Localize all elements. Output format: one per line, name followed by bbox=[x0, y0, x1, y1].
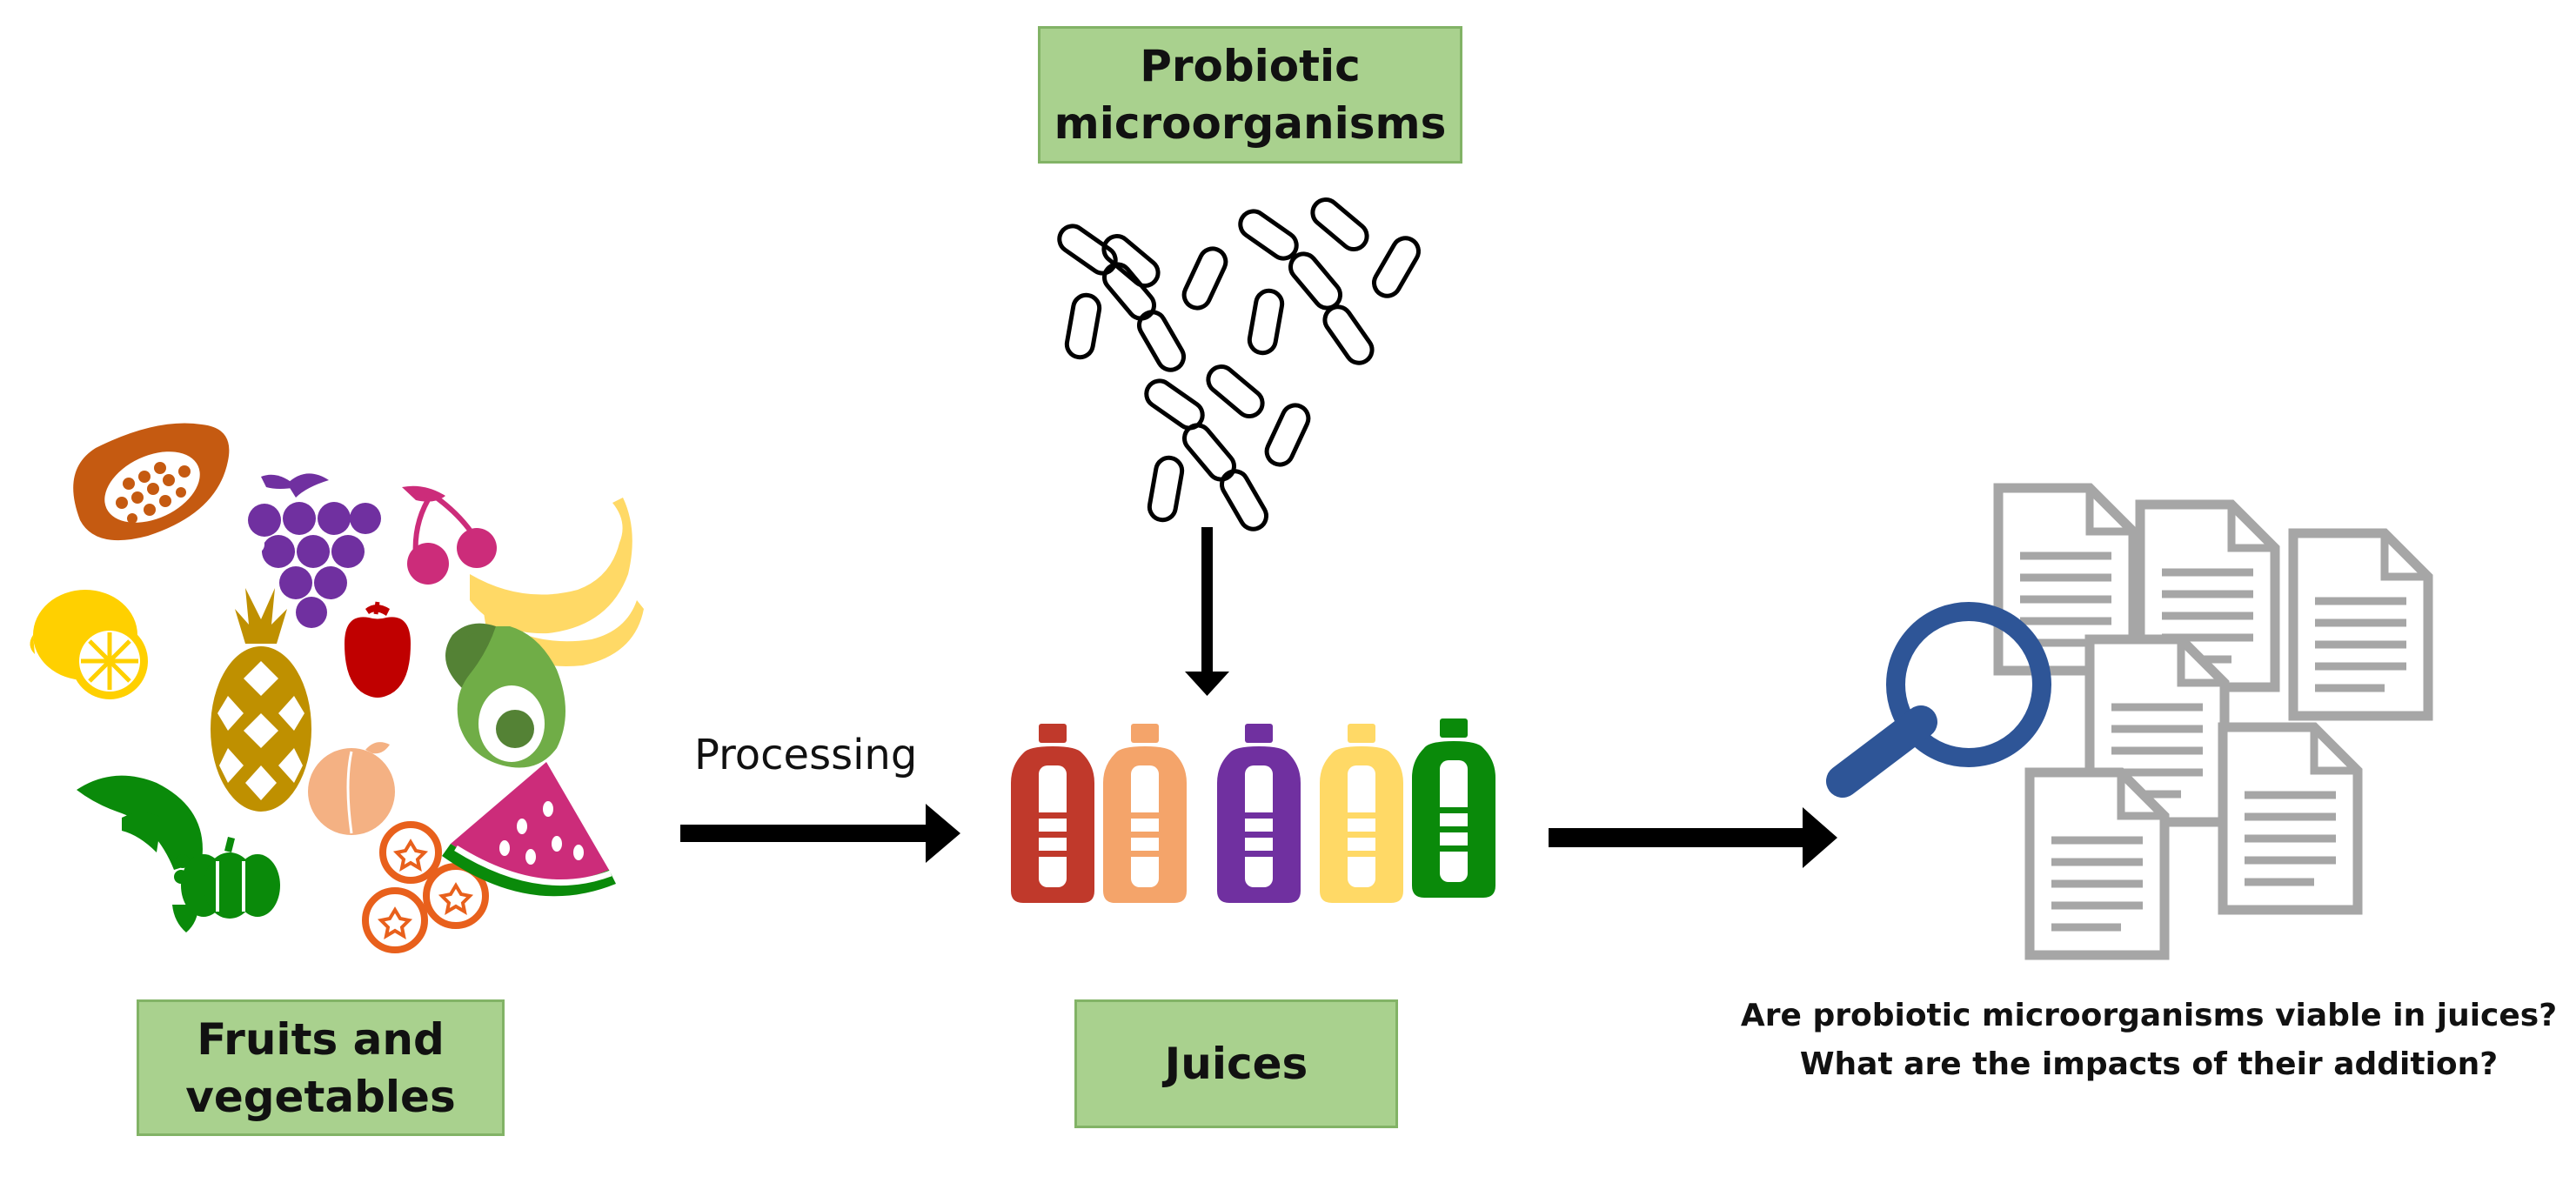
produce-illustration bbox=[30, 423, 644, 953]
question-viability: Are probiotic microorganisms viable in j… bbox=[1740, 998, 2558, 1033]
bacteria-icon bbox=[1262, 401, 1313, 469]
bacteria-icon bbox=[1285, 249, 1345, 313]
blueberries-icon bbox=[362, 821, 489, 953]
document-icon bbox=[2293, 533, 2428, 716]
papaya-icon bbox=[73, 423, 230, 541]
grapes-icon bbox=[247, 473, 381, 628]
avocado-icon bbox=[445, 623, 565, 768]
juices-box: Juices bbox=[1074, 999, 1398, 1128]
document-icon bbox=[2223, 727, 2358, 910]
research-questions: Are probiotic microorganisms viable in j… bbox=[1731, 992, 2566, 1089]
bacteria-icon bbox=[1054, 221, 1121, 278]
bacteria-icon bbox=[1320, 302, 1377, 368]
bottle-icon bbox=[1217, 724, 1301, 903]
fruits-box: Fruits and vegetables bbox=[137, 999, 505, 1136]
bacteria-icon bbox=[1217, 466, 1271, 533]
cherries-icon bbox=[402, 485, 497, 585]
apple-icon bbox=[345, 601, 411, 698]
document-icon bbox=[2030, 772, 2165, 955]
bacteria-icon bbox=[1248, 289, 1284, 355]
bacteria-icon bbox=[1147, 456, 1184, 522]
bottle-icon bbox=[1011, 724, 1094, 903]
bacteria-icon bbox=[1308, 194, 1372, 254]
question-impacts: What are the impacts of their addition? bbox=[1799, 1046, 2499, 1082]
bacteria-cluster bbox=[1054, 194, 1423, 533]
peach-icon bbox=[308, 742, 395, 835]
watermelon-icon bbox=[442, 762, 616, 897]
bacteria-icon bbox=[1180, 244, 1230, 312]
cornucopia-icon bbox=[77, 775, 204, 932]
documents-stack bbox=[1998, 488, 2428, 955]
bottle-icon bbox=[1320, 724, 1403, 903]
probiotics-box: Probiotic microorganisms bbox=[1038, 26, 1462, 164]
arrow-review bbox=[1549, 807, 1837, 868]
lemon-icon bbox=[30, 590, 148, 699]
processing-label: Processing bbox=[694, 731, 918, 779]
arrow-down bbox=[1185, 527, 1229, 696]
bottle-icon bbox=[1103, 724, 1187, 903]
arrow-processing bbox=[680, 804, 960, 863]
magnifier-icon bbox=[1826, 602, 2051, 798]
bacteria-icon bbox=[1134, 307, 1188, 374]
juice-bottles bbox=[1011, 718, 1495, 903]
pineapple-icon bbox=[211, 588, 311, 812]
bacteria-icon bbox=[1099, 231, 1163, 291]
bacteria-icon bbox=[1179, 420, 1239, 485]
pumpkin-icon bbox=[181, 837, 280, 919]
bacteria-icon bbox=[1235, 206, 1301, 264]
bacteria-icon bbox=[1369, 233, 1423, 300]
bacteria-icon bbox=[1203, 361, 1268, 421]
bacteria-icon bbox=[1065, 293, 1101, 359]
bottle-icon bbox=[1412, 718, 1495, 898]
